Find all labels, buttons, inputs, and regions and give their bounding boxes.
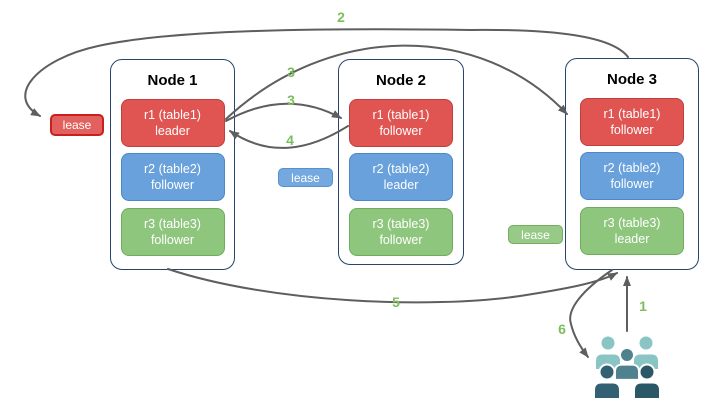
replica-name: r3 (table3) bbox=[144, 217, 201, 231]
node1-replica-r3: r3 (table3) follower bbox=[120, 208, 225, 256]
step-label-4: 4 bbox=[286, 132, 294, 148]
node-3: Node 3 r1 (table1) follower r2 (table2) … bbox=[565, 58, 699, 270]
node-title: Node 2 bbox=[375, 72, 426, 89]
person-icon bbox=[632, 334, 660, 371]
step-label-3a: 3 bbox=[287, 64, 295, 80]
arrow-step-3-to-node2 bbox=[225, 102, 342, 122]
node3-replica-r1: r1 (table1) follower bbox=[580, 98, 684, 146]
lease-badge-red: lease bbox=[50, 114, 104, 136]
lease-badge-green: lease bbox=[508, 225, 563, 244]
node-1: Node 1 r1 (table1) leader r2 (table2) fo… bbox=[110, 59, 235, 270]
users-icon bbox=[593, 334, 661, 400]
node2-replica-r2: r2 (table2) leader bbox=[349, 153, 453, 201]
replica-name: r2 (table2) bbox=[372, 162, 430, 176]
step-label-5: 5 bbox=[392, 294, 400, 310]
replica-role: follower bbox=[379, 233, 423, 247]
replica-name: r1 (table1) bbox=[144, 108, 201, 122]
node-2: Node 2 r1 (table1) follower r2 (table2) … bbox=[338, 59, 464, 265]
replica-name: r2 (table2) bbox=[603, 161, 661, 175]
replica-role: follower bbox=[610, 177, 654, 191]
node-title: Node 1 bbox=[147, 72, 198, 89]
node1-replica-r2: r2 (table2) follower bbox=[120, 153, 225, 201]
node2-replica-r3: r3 (table3) follower bbox=[349, 208, 453, 256]
replica-name: r3 (table3) bbox=[372, 217, 430, 231]
step-label-3b: 3 bbox=[287, 92, 295, 108]
step-label-6: 6 bbox=[558, 321, 566, 337]
replica-role: leader bbox=[614, 232, 650, 246]
replica-name: r3 (table3) bbox=[603, 216, 661, 230]
arrow-step-6 bbox=[569, 269, 613, 358]
replica-role: follower bbox=[150, 233, 195, 247]
lease-badge-blue: lease bbox=[278, 168, 333, 187]
person-icon bbox=[594, 334, 622, 371]
step-label-1: 1 bbox=[639, 298, 647, 314]
person-icon bbox=[614, 347, 640, 381]
person-icon bbox=[593, 363, 621, 400]
node-title: Node 3 bbox=[606, 71, 657, 88]
replica-role: follower bbox=[610, 123, 654, 137]
person-icon bbox=[633, 363, 661, 400]
replica-name: r1 (table1) bbox=[372, 108, 430, 122]
replica-name: r2 (table2) bbox=[144, 162, 201, 176]
node2-replica-r1: r1 (table1) follower bbox=[349, 99, 453, 147]
node3-replica-r3: r3 (table3) leader bbox=[580, 207, 684, 255]
replica-name: r1 (table1) bbox=[603, 107, 661, 121]
replica-role: follower bbox=[379, 124, 423, 138]
step-label-2: 2 bbox=[337, 9, 345, 25]
replica-role: leader bbox=[155, 124, 190, 138]
node3-replica-r2: r2 (table2) follower bbox=[580, 152, 684, 200]
node1-replica-r1: r1 (table1) leader bbox=[120, 99, 225, 147]
replica-role: leader bbox=[383, 178, 419, 192]
replica-role: follower bbox=[150, 178, 195, 192]
